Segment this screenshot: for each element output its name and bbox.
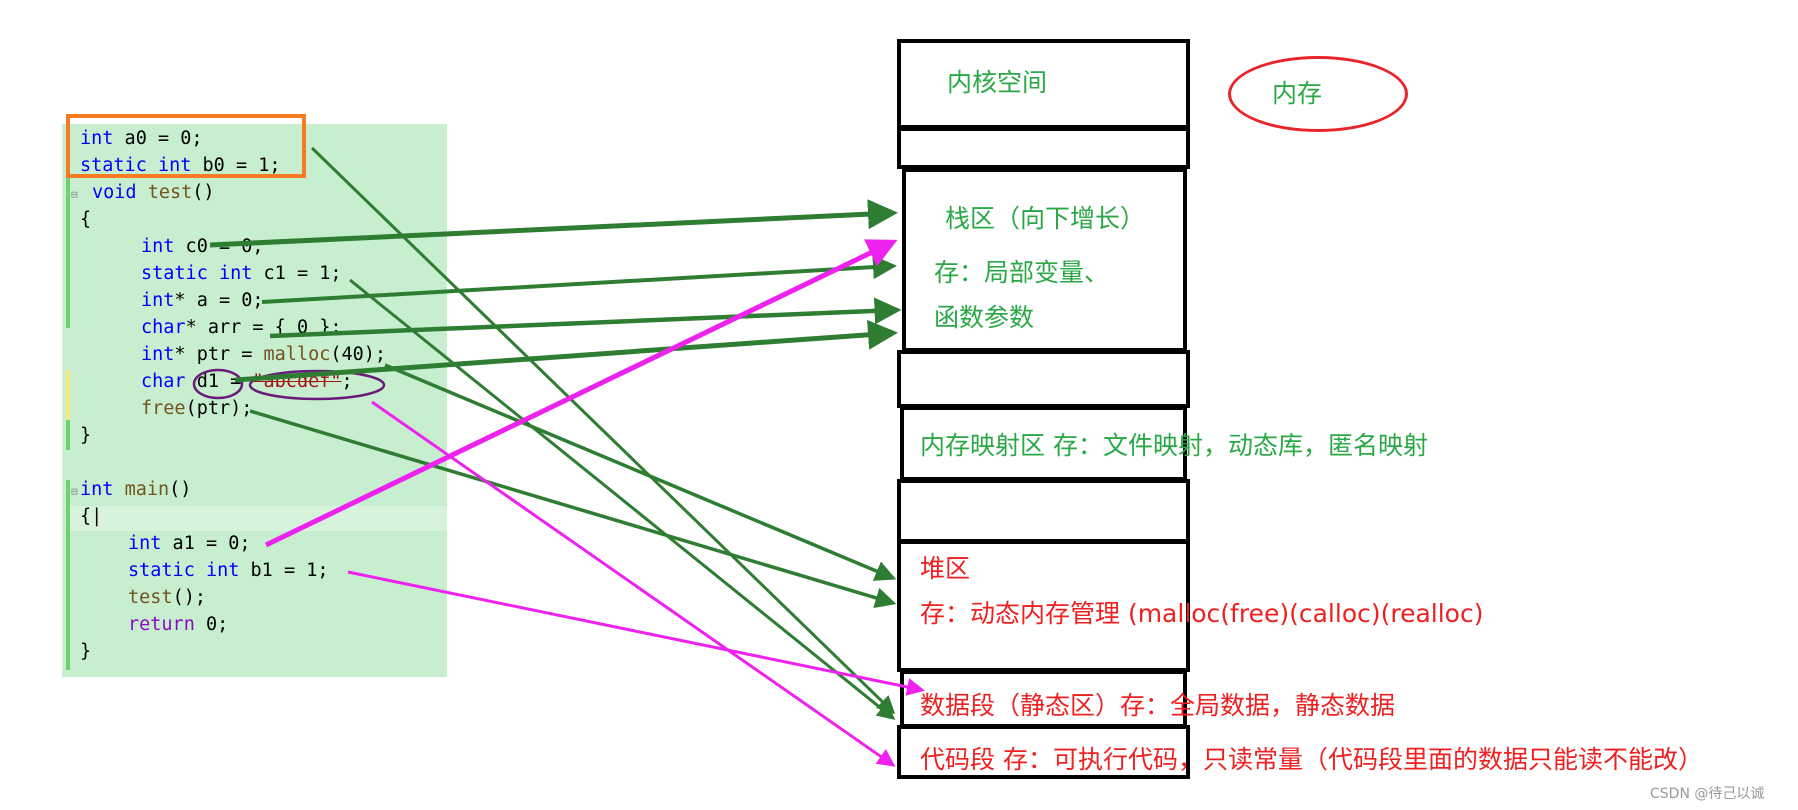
code-line-call-test: test();: [128, 587, 206, 608]
heap-title: 堆区: [920, 554, 971, 583]
mmap-label: 内存映射区 存：文件映射，动态库，匿名映射: [920, 431, 1428, 460]
code-line-c1: static int c1 = 1;: [141, 263, 342, 284]
code-segment-block: [897, 725, 1190, 779]
heap-desc: 存：动态内存管理 (malloc(free)(calloc)(realloc): [920, 599, 1484, 628]
stack-desc-line2: 函数参数: [934, 303, 1035, 332]
code-line-return: return 0;: [128, 614, 229, 635]
code-keyword: static int: [128, 560, 240, 581]
code-keyword: void: [92, 182, 137, 203]
code-function-name: free: [141, 398, 186, 419]
code-line-a1: int a1 = 0;: [128, 533, 251, 554]
code-keyword: int: [80, 128, 114, 149]
code-line-b1: static int b1 = 1;: [128, 560, 329, 581]
stack-title: 栈区（向下增长）: [945, 204, 1146, 233]
gap-block: [897, 479, 1190, 543]
code-keyword: static int: [141, 263, 253, 284]
code-line-brace: {: [80, 209, 92, 230]
code-panel: [62, 124, 447, 677]
code-line-a: int* a = 0;: [141, 290, 264, 311]
global-variables-highlight-box: [66, 114, 306, 178]
gutter-change-bar: [66, 420, 70, 450]
code-function-name: test: [147, 182, 193, 203]
code-line-d1: char d1 = "abcdef";: [141, 371, 353, 392]
code-string-literal: "abcdef": [252, 371, 342, 392]
kernel-space-label: 内核空间: [947, 68, 1048, 97]
code-function-name: test: [128, 587, 173, 608]
code-keyword: int: [141, 344, 175, 365]
code-keyword: char: [141, 317, 186, 338]
code-line-c0: int c0 = 0;: [141, 236, 264, 257]
arrow-ptr-to-heap: [384, 363, 897, 581]
code-segment-label: 代码段 存：可执行代码，只读常量（代码段里面的数据只能读不能改）: [920, 745, 1703, 774]
gap-block: [897, 127, 1190, 169]
gutter-modified-bar: [66, 370, 70, 420]
memory-title-ellipse: [1228, 56, 1408, 132]
code-keyword: int: [128, 533, 162, 554]
code-keyword: int: [80, 479, 114, 500]
gutter-change-bar: [66, 480, 70, 670]
code-line-global-b0: static int b0 = 1;: [80, 155, 281, 176]
fold-toggle-icon[interactable]: ⊟: [71, 188, 78, 201]
fold-toggle-icon[interactable]: ⊟: [71, 485, 78, 498]
code-line-main-decl: int main(): [80, 479, 192, 500]
code-line-brace: }: [80, 641, 92, 662]
code-line-global-a0: int a0 = 0;: [80, 128, 203, 149]
code-line-ptr: int* ptr = malloc(40);: [141, 344, 387, 365]
code-keyword: char: [141, 371, 186, 392]
watermark: CSDN @待己以诚: [1650, 786, 1765, 802]
code-keyword: int: [141, 290, 175, 311]
gap-block: [897, 350, 1190, 408]
code-keyword: static int: [80, 155, 192, 176]
code-keyword: return: [128, 614, 195, 635]
current-line-highlight: [70, 506, 447, 531]
memory-title: 内存: [1272, 79, 1323, 108]
data-segment-label: 数据段（静态区）存：全局数据，静态数据: [920, 691, 1396, 720]
code-line-arr: char* arr = { 0 };: [141, 317, 342, 338]
stack-desc-line1: 存：局部变量、: [934, 258, 1110, 287]
code-function-name: main: [124, 479, 170, 500]
code-line-brace: {|: [80, 506, 103, 527]
arrow-string-to-code-segment: [371, 400, 896, 767]
code-function-name: malloc: [263, 344, 331, 365]
gutter-change-bar: [66, 128, 70, 328]
code-keyword: int: [141, 236, 175, 257]
code-line-brace: }: [80, 425, 92, 446]
code-line-free: free(ptr);: [141, 398, 253, 419]
code-line-test-decl: void test(): [92, 182, 215, 203]
